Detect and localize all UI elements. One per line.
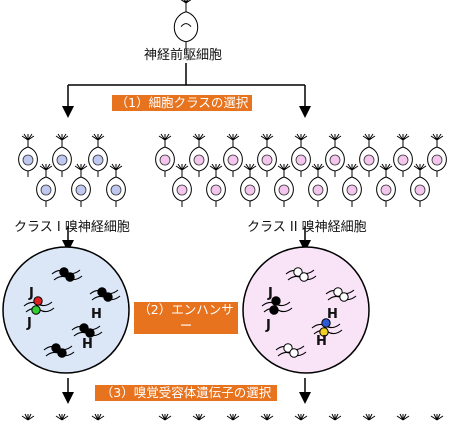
class1-neuron <box>52 133 72 177</box>
locus-c1-h <box>71 323 103 338</box>
step2-line2: の選択 <box>167 334 205 349</box>
class1-neuron <box>88 133 108 177</box>
step3-box: （3）嗅覚受容体遺伝子の選択 <box>95 385 277 401</box>
class1-neuron <box>18 133 38 177</box>
class2-neuron <box>308 163 328 207</box>
marker-h-class1-top: H <box>91 307 102 322</box>
class2-neuron <box>342 163 362 207</box>
marker-j-class2-bottom: J <box>266 318 271 333</box>
class1-nucleus-circle <box>2 246 130 374</box>
bottom-partial-neurons <box>21 413 444 421</box>
progenitor-cell <box>173 0 199 50</box>
locus-c2-j <box>261 296 293 315</box>
class2-neuron <box>359 133 379 177</box>
marker-j-class2-top: J <box>268 286 273 301</box>
locus-c2-b <box>325 287 357 302</box>
locus-c2-h <box>311 318 343 337</box>
class2-neuron <box>257 133 277 177</box>
class2-neuron <box>189 133 209 177</box>
chromatin-loci <box>23 267 357 358</box>
class2-neuron <box>223 133 243 177</box>
class2-neuron <box>291 133 311 177</box>
class1-neuron <box>71 163 91 207</box>
class1-label: クラス I 嗅神経細胞 <box>14 220 130 235</box>
class2-neuron <box>206 163 226 207</box>
locus-c2-c <box>275 343 307 358</box>
class2-neuron <box>274 163 294 207</box>
marker-j-class1-top: J <box>29 286 34 301</box>
marker-h-class2-top: H <box>327 307 338 322</box>
locus-c1-b <box>89 287 121 302</box>
class1-neuron <box>106 163 126 207</box>
class2-neuron <box>376 163 396 207</box>
class1-neuron <box>36 163 56 207</box>
class2-neuron <box>325 133 345 177</box>
class2-neuron <box>393 133 413 177</box>
class2-neuron <box>155 133 175 177</box>
locus-c2-a <box>285 267 317 282</box>
locus-c1-j <box>23 296 55 315</box>
step2-line1: （2）エンハンサー <box>138 302 234 333</box>
locus-c1-c <box>43 343 75 358</box>
step2-box: （2）エンハンサー の選択 <box>134 302 238 349</box>
progenitor-label: 神経前駆細胞 <box>144 48 223 63</box>
class2-nucleus-circle <box>242 246 370 374</box>
class2-neuron <box>410 163 430 207</box>
class2-neuron <box>240 163 260 207</box>
neuron-cells <box>18 0 447 421</box>
class2-neuron <box>172 163 192 207</box>
marker-h-class1-bottom: H <box>82 337 93 352</box>
locus-c1-a <box>51 267 83 282</box>
class2-label: クラス II 嗅神経細胞 <box>247 220 367 235</box>
step1-box: （1）細胞クラスの選択 <box>112 95 252 111</box>
branch-arrows <box>62 63 311 404</box>
marker-h-class2-bottom: H <box>316 334 327 349</box>
class2-neuron <box>427 133 447 177</box>
marker-j-class1-bottom: J <box>27 316 32 331</box>
